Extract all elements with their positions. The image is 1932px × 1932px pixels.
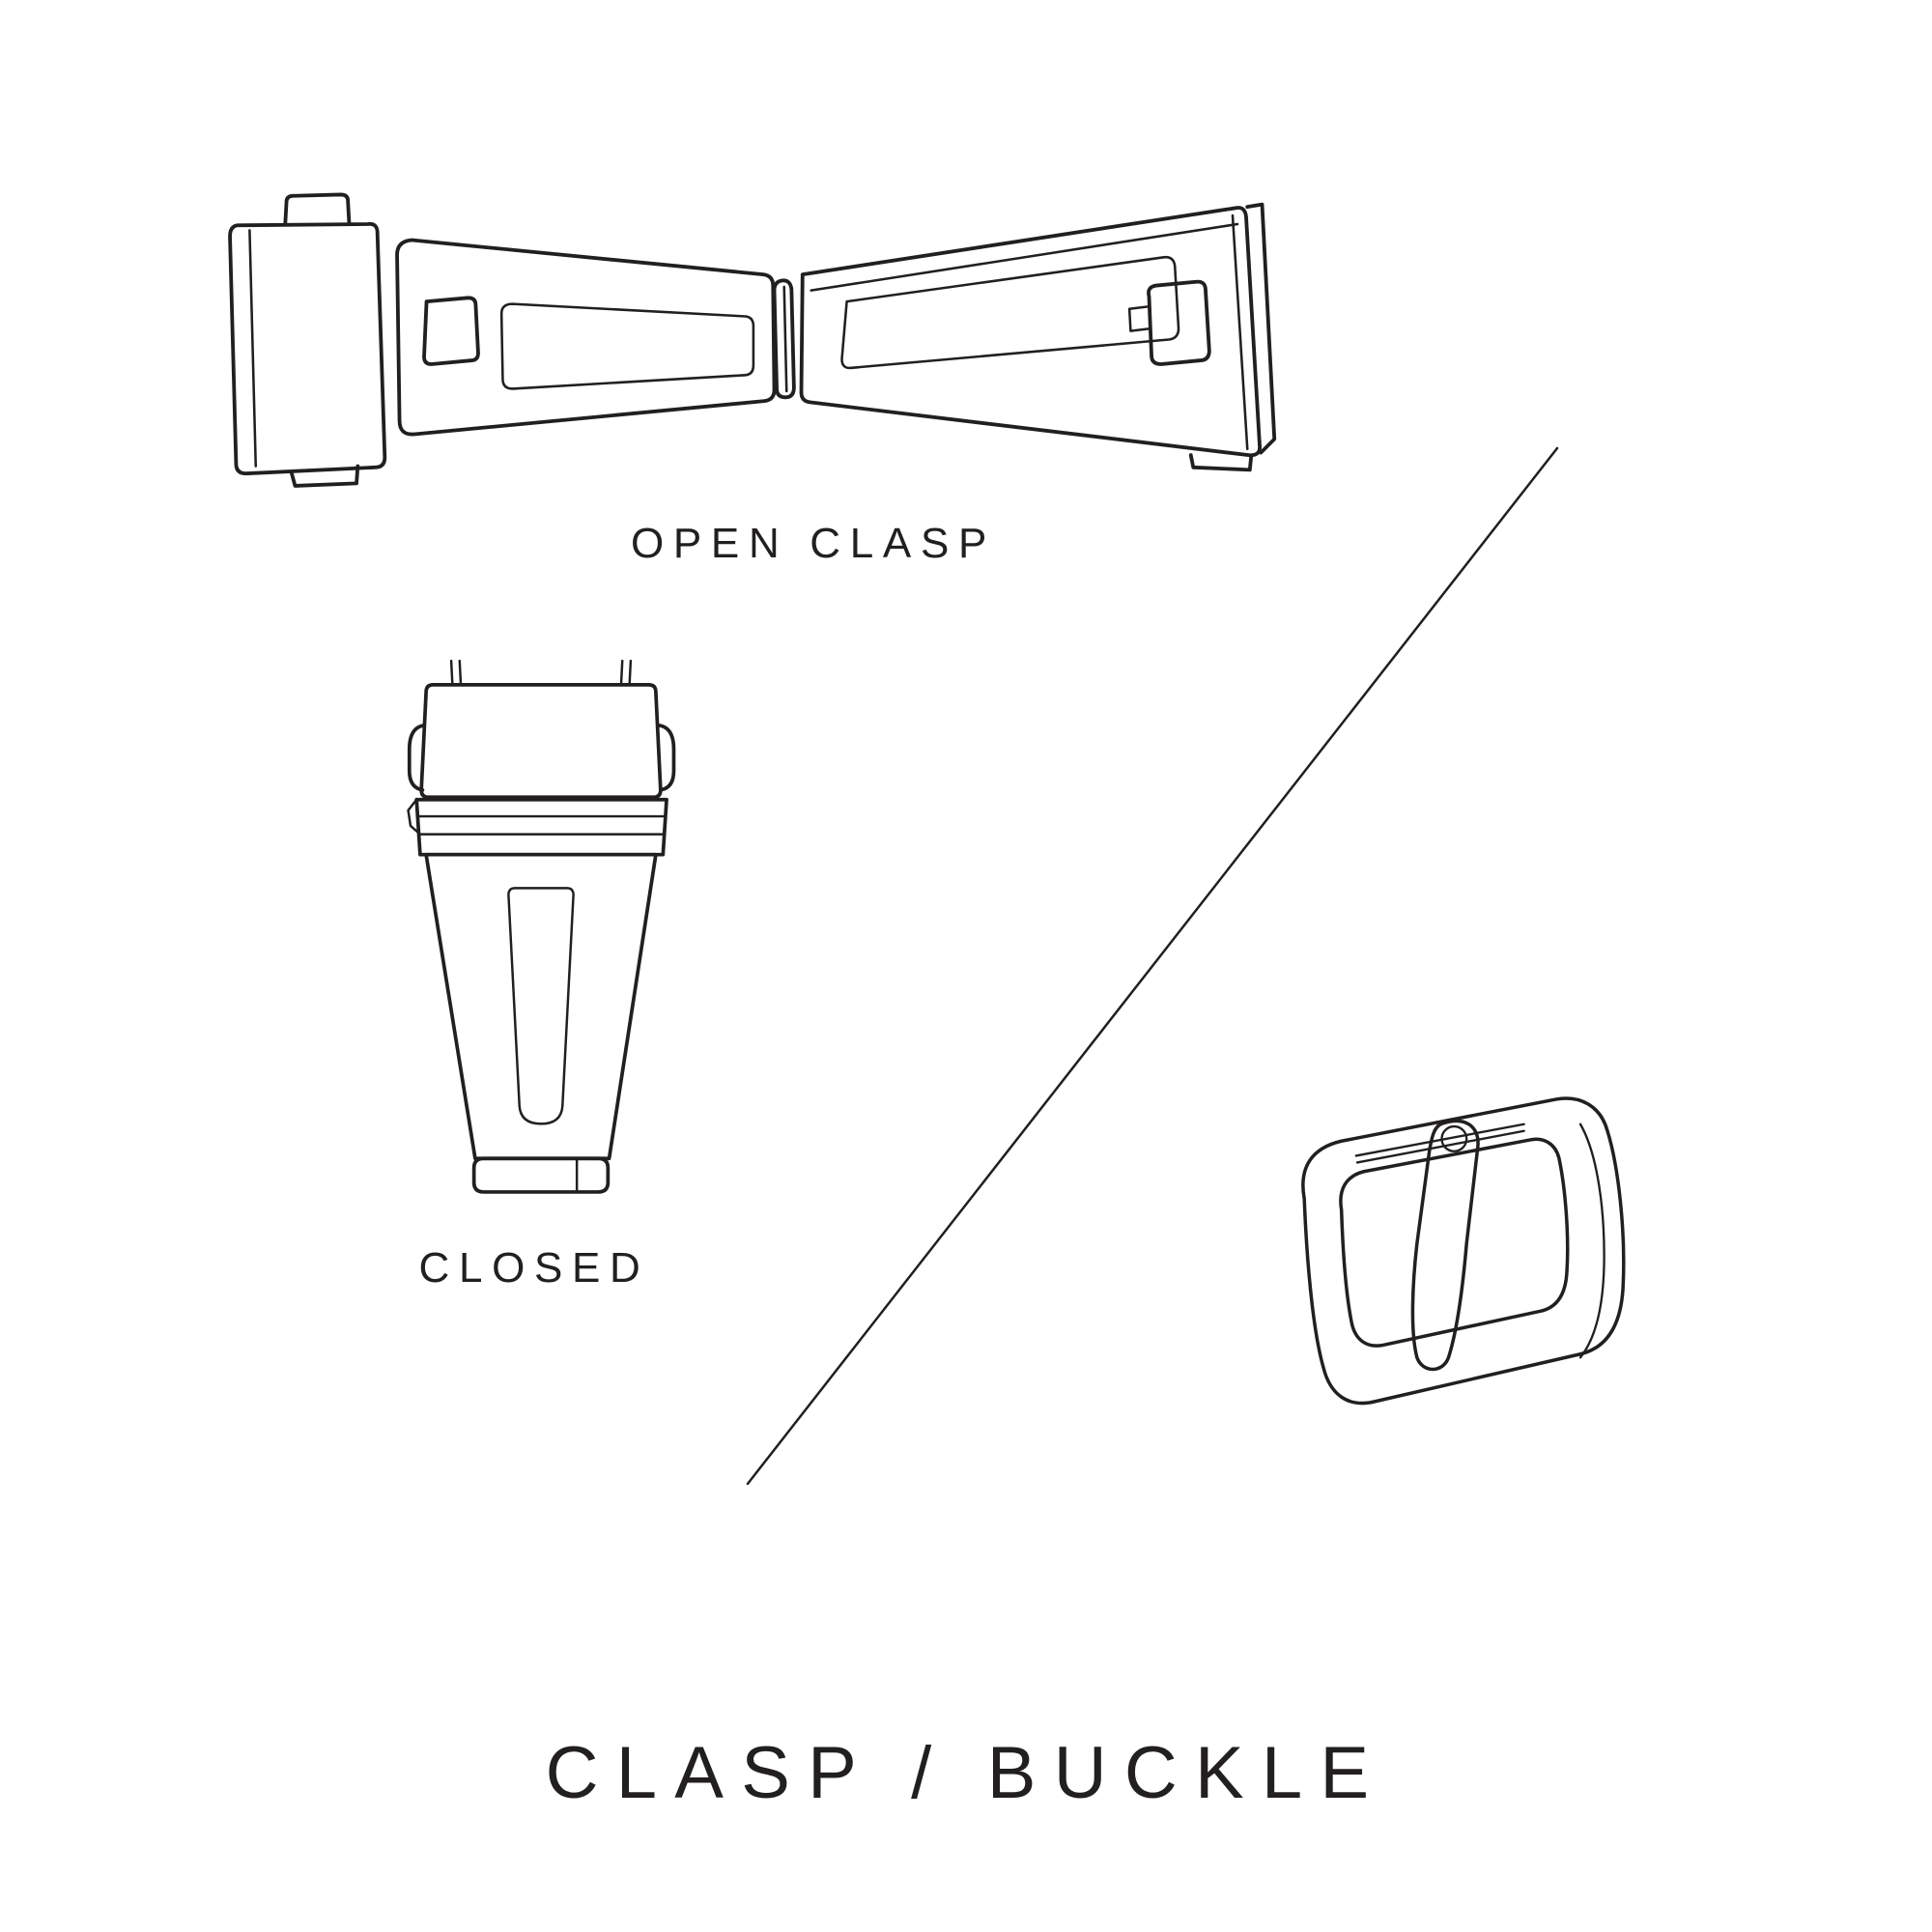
page-title: CLASP / BUCKLE xyxy=(545,1732,1387,1814)
divider-line xyxy=(746,446,1559,1486)
closed-label: CLOSED xyxy=(418,1244,650,1292)
closed-clasp-drawing xyxy=(407,659,676,1194)
open-clasp-label: OPEN CLASP xyxy=(630,520,996,567)
open-clasp-drawing xyxy=(228,192,1277,488)
diagonal-divider xyxy=(724,425,1594,1507)
closed-clasp-illustration xyxy=(385,655,696,1198)
tang-buckle-illustration xyxy=(1242,1086,1648,1416)
tang-buckle-drawing xyxy=(1301,1096,1626,1406)
open-clasp-illustration xyxy=(217,184,1299,491)
